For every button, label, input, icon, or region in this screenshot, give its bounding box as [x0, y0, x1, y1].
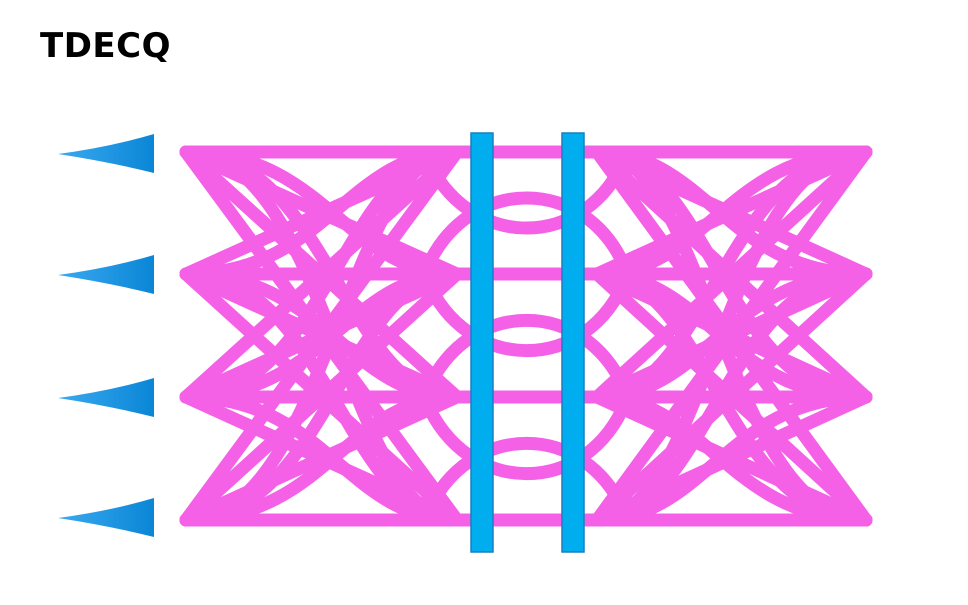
eye-arc-trace — [419, 191, 633, 277]
eye-traces — [179, 145, 873, 527]
eye-transition-trace — [590, 145, 873, 281]
eye-transition-trace — [590, 390, 873, 527]
eye-arc-trace — [419, 271, 633, 357]
level-markers — [58, 134, 154, 537]
eye-arc-trace — [419, 149, 633, 235]
eye-arc-trace — [419, 394, 633, 480]
eye-arc-trace — [419, 314, 633, 400]
sampling-window-right — [561, 132, 585, 553]
level-marker-icon — [58, 134, 154, 173]
level-marker-icon — [58, 498, 154, 537]
level-marker-icon — [58, 255, 154, 294]
eye-transition-trace — [179, 145, 464, 281]
level-marker-icon — [58, 378, 154, 417]
eye-transition-trace — [590, 145, 873, 527]
page-title: TDECQ — [40, 26, 171, 66]
eye-transition-trace — [179, 390, 464, 527]
sampling-window-left — [470, 132, 494, 553]
sampling-windows — [470, 132, 585, 553]
eye-transition-trace — [179, 145, 464, 527]
eye-arc-trace — [419, 437, 633, 523]
